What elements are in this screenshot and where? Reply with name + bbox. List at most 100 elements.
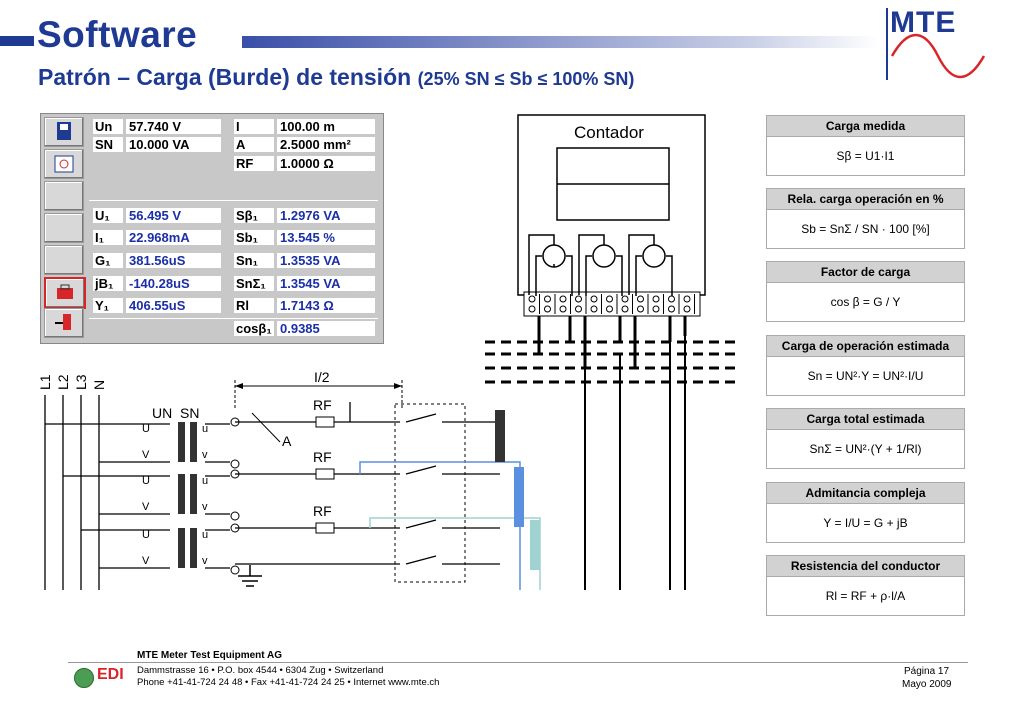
terminal-V-label: V	[142, 449, 150, 461]
transformer-core	[190, 528, 197, 568]
param-label: U₁	[93, 208, 123, 223]
terminal	[621, 295, 629, 303]
terminal	[652, 295, 660, 303]
terminal	[559, 295, 567, 303]
param-value: 1.3545 VA	[277, 276, 375, 291]
param-label: RF	[234, 156, 274, 171]
param-value: 0.9385	[277, 321, 375, 336]
edi-logo: EDI	[97, 666, 124, 683]
toolbox-button[interactable]	[44, 277, 86, 309]
terminal	[652, 305, 660, 313]
primary-label: UN	[152, 405, 172, 421]
param-label: Un	[93, 119, 123, 134]
param-label: Sb₁	[234, 230, 274, 245]
param-value: 22.968mA	[126, 230, 221, 245]
footer-divider	[68, 662, 968, 663]
formula-expression: Y = I/U = G + jB	[823, 516, 908, 530]
param-value: 1.7143 Ω	[277, 298, 375, 313]
footer-address: Dammstrasse 16 • P.O. box 4544 • 6304 Zu…	[137, 665, 384, 676]
mte-logo	[886, 8, 988, 80]
terminal	[590, 305, 598, 313]
voltage-coil-2	[592, 244, 616, 268]
rf-label: RF	[313, 449, 332, 465]
param-value: 1.0000 Ω	[277, 156, 375, 171]
formula-expression: cos β = G / Y	[830, 295, 901, 309]
transformer-core	[178, 422, 185, 462]
param-label: Sn₁	[234, 253, 274, 268]
exit-button[interactable]	[44, 308, 84, 338]
formula-expression: Sb = SnΣ / SN · 100 [%]	[801, 222, 930, 236]
toolbar-button[interactable]	[44, 181, 84, 211]
terminal-u-label: u	[202, 423, 208, 435]
terminal	[544, 295, 551, 303]
formula-title: Carga medida	[767, 116, 964, 137]
exit-icon	[55, 314, 71, 330]
terminal	[606, 305, 613, 313]
transformer-core	[178, 474, 185, 514]
title-bar-gradient	[242, 36, 878, 48]
area-label: A	[282, 433, 292, 449]
subtitle-range: (25% SN ≤ Sb ≤ 100% SN)	[417, 69, 635, 89]
formula-expression: Sn = UN²·Y = UN²·I/U	[807, 369, 924, 383]
rf-label: RF	[313, 503, 332, 519]
terminals	[528, 294, 695, 314]
save-icon	[57, 122, 71, 140]
transformer-core	[178, 528, 185, 568]
toolbar-button[interactable]	[44, 245, 84, 275]
param-value: 406.55uS	[126, 298, 221, 313]
terminal	[528, 295, 536, 303]
title-bar-decoration	[0, 36, 34, 46]
terminal-u-label: u	[202, 529, 208, 541]
terminal	[637, 295, 644, 303]
resistor	[315, 522, 335, 534]
footer-company: MTE Meter Test Equipment AG	[137, 650, 283, 661]
secondary-label: SN	[180, 405, 199, 421]
footer-contact: Phone +41-41-724 24 48 • Fax +41-41-724 …	[137, 677, 440, 688]
param-label: A	[234, 137, 274, 152]
transformer-core	[190, 474, 197, 514]
param-label: I	[234, 119, 274, 134]
param-value: 56.495 V	[126, 208, 221, 223]
terminal-v-label: v	[202, 449, 208, 461]
formula-title: Rela. carga operación en %	[767, 189, 964, 210]
toolbar-button[interactable]	[44, 213, 84, 243]
param-value: 100.00 m	[277, 119, 375, 134]
meter-button[interactable]	[44, 149, 84, 179]
rf-label: RF	[313, 397, 332, 413]
formula-box: Admitancia compleja Y = I/U = G + jB	[766, 482, 965, 543]
param-label: Sβ₁	[234, 208, 274, 223]
phase-label: L2	[55, 374, 71, 390]
terminal-U-label: U	[142, 475, 150, 487]
terminal-U-label: U	[142, 529, 150, 541]
panel-separator	[89, 318, 378, 319]
terminal	[621, 305, 629, 313]
param-label: jB₁	[93, 276, 123, 291]
formula-title: Carga total estimada	[767, 409, 964, 430]
formula-expression: SnΣ = UN²·(Y + 1/Rl)	[809, 442, 922, 456]
meter-label: Contador	[574, 123, 644, 142]
formula-box: Factor de carga cos β = G / Y	[766, 261, 965, 322]
date: Mayo 2009	[902, 679, 952, 690]
formula-box: Carga de operación estimada Sn = UN²·Y = …	[766, 335, 965, 396]
page-number: Página 17	[904, 666, 950, 677]
param-label: cosβ₁	[234, 321, 274, 336]
param-value: 1.2976 VA	[277, 208, 375, 223]
param-label: G₁	[93, 253, 123, 268]
resistor	[315, 416, 335, 428]
save-button[interactable]	[44, 117, 84, 147]
param-value: 1.3535 VA	[277, 253, 375, 268]
formula-expression: Rl = RF + ρ·l/A	[825, 589, 906, 603]
formula-title: Carga de operación estimada	[767, 336, 964, 357]
voltage-coil-1	[542, 244, 566, 268]
formula-title: Resistencia del conductor	[767, 556, 964, 577]
param-value: 13.545 %	[277, 230, 375, 245]
toolbox-icon	[57, 284, 73, 299]
param-value: -140.28uS	[126, 276, 221, 291]
meter-icon	[54, 155, 74, 173]
formula-title: Admitancia compleja	[767, 483, 964, 504]
terminal-V-label: V	[142, 555, 150, 567]
ground-icon	[238, 565, 262, 587]
formula-title: Factor de carga	[767, 262, 964, 283]
